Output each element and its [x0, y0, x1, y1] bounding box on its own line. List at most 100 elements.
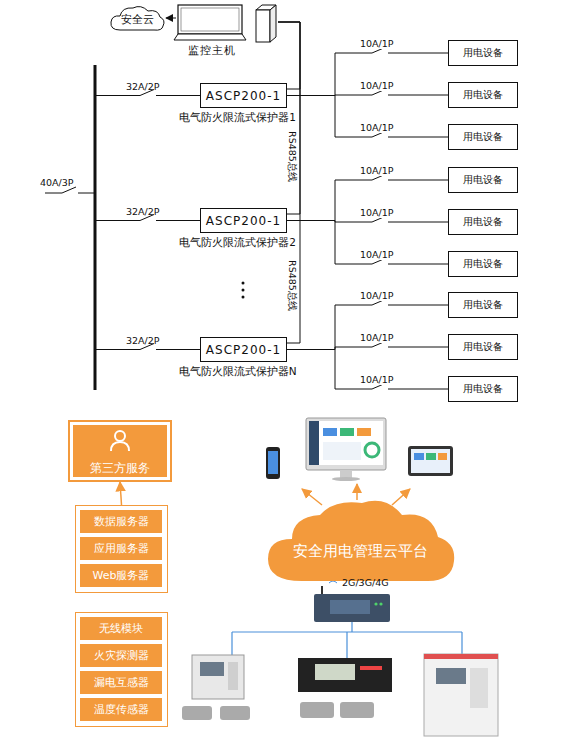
server-bar: 应用服务器 — [80, 537, 162, 560]
node-text: 安全云 — [121, 10, 154, 27]
protector-box: ASCP200-1电气防火限流式保护器2 — [200, 208, 287, 233]
gateway-led — [374, 602, 377, 605]
equipment-box: 用电设备 — [448, 376, 518, 402]
connector — [287, 221, 448, 265]
monitor — [306, 418, 386, 470]
service-box: 第三方服务 — [68, 420, 172, 482]
bus-label: RS485总线 — [284, 260, 297, 311]
connector — [287, 350, 448, 390]
device-wire — [232, 622, 462, 658]
node-text: 用电设备 — [463, 215, 503, 229]
cloud-node: 安全云 — [108, 4, 166, 32]
server-bar: 火灾探测器 — [80, 644, 162, 667]
monitor-stand — [340, 470, 352, 478]
rating-label: 2G/3G/4G — [342, 577, 389, 588]
equipment-box: 用电设备 — [448, 82, 518, 108]
node-caption: 电气防火限流式保护器1 — [179, 111, 296, 125]
monitoring-host: 监控主机 — [176, 2, 278, 58]
equipment-box: 用电设备 — [448, 209, 518, 235]
tablet — [408, 446, 453, 476]
meter-screen — [315, 664, 355, 680]
equipment-box: 用电设备 — [448, 334, 518, 360]
connector — [166, 18, 176, 19]
detector-cabinet — [424, 654, 498, 736]
equipment-box: 用电设备 — [448, 251, 518, 277]
screen-tile — [426, 453, 436, 460]
node-text: 用电设备 — [463, 88, 503, 102]
breaker-label: 10A/1P — [360, 122, 394, 133]
node-text: 漏电互感器 — [94, 675, 149, 690]
cloud-arrow — [302, 489, 322, 505]
rating-label: 32A/2P — [126, 81, 160, 92]
platform-cloud: 安全用电管理云平台 — [262, 497, 458, 583]
node-text: 数据服务器 — [94, 514, 149, 529]
connector — [287, 299, 448, 350]
meter — [298, 658, 392, 692]
ellipsis-dot — [242, 289, 245, 292]
node-text: 无线模块 — [99, 621, 143, 636]
breaker-label: 10A/1P — [360, 207, 394, 218]
server-bar: 数据服务器 — [80, 510, 162, 533]
connector — [120, 482, 122, 505]
screen-tile — [357, 428, 371, 436]
connector — [278, 22, 300, 214]
meter-strip — [360, 666, 382, 670]
breaker-label: 10A/1P — [360, 290, 394, 301]
node-caption: 电气防火限流式保护器N — [179, 365, 297, 379]
current-transformer — [220, 706, 250, 720]
breaker-label: 10A/1P — [360, 38, 394, 49]
rating-label: 32A/2P — [126, 206, 160, 217]
equipment-box: 用电设备 — [448, 167, 518, 193]
current-transformer — [300, 702, 334, 718]
screen-chart — [365, 443, 379, 457]
ellipsis-dot — [242, 282, 245, 285]
meter-screen — [200, 662, 224, 676]
server-bar: 漏电互感器 — [80, 671, 162, 694]
cabinet-panel — [470, 668, 488, 708]
monitor-screen — [309, 421, 383, 465]
node-text: 用电设备 — [463, 130, 503, 144]
server-bar: 温度传感器 — [80, 698, 162, 721]
protector-box: ASCP200-1电气防火限流式保护器1 — [200, 83, 287, 108]
connector — [287, 174, 448, 221]
node-text: 用电设备 — [463, 173, 503, 187]
gateway — [314, 594, 390, 622]
bus-label: RS485总线 — [284, 131, 297, 182]
current-transformer — [182, 706, 212, 720]
node-text: 监控主机 — [188, 44, 236, 58]
current-transformer — [340, 702, 374, 718]
meter-panel — [228, 662, 238, 690]
antenna — [321, 586, 323, 594]
breaker-label: 10A/1P — [360, 374, 394, 385]
node-text: 用电设备 — [463, 382, 503, 396]
ellipsis-dot — [242, 296, 245, 299]
screen-tile — [340, 428, 354, 436]
phone — [266, 447, 280, 479]
phone-screen — [268, 451, 278, 474]
gateway-led — [379, 602, 382, 605]
node-text: 安全用电管理云平台 — [293, 520, 428, 561]
node-caption: 电气防火限流式保护器2 — [179, 236, 296, 250]
monitor-base — [332, 477, 360, 481]
breaker-label: 10A/1P — [360, 80, 394, 91]
node-text: 用电设备 — [463, 340, 503, 354]
equipment-box: 用电设备 — [448, 40, 518, 66]
node-text: 用电设备 — [463, 46, 503, 60]
breaker-label: 10A/1P — [360, 249, 394, 260]
node-text: 用电设备 — [463, 257, 503, 271]
connector — [278, 22, 300, 89]
connector — [287, 47, 448, 96]
group-box: 数据服务器应用服务器 Web服务器 — [75, 505, 168, 593]
connector — [287, 96, 448, 138]
protector-box: ASCP200-1电气防火限流式保护器N — [200, 337, 287, 362]
server-bar: 无线模块 — [80, 617, 162, 640]
group-box: 无线模块火灾探测器漏电互感器温度传感器 — [75, 612, 168, 727]
screen-table — [323, 442, 361, 460]
person-icon — [110, 430, 130, 452]
node-text: 第三方服务 — [70, 460, 170, 477]
node-text: Web服务器 — [93, 568, 150, 583]
node-text: ASCP200-1 — [206, 214, 281, 228]
node-text: 温度传感器 — [94, 702, 149, 717]
